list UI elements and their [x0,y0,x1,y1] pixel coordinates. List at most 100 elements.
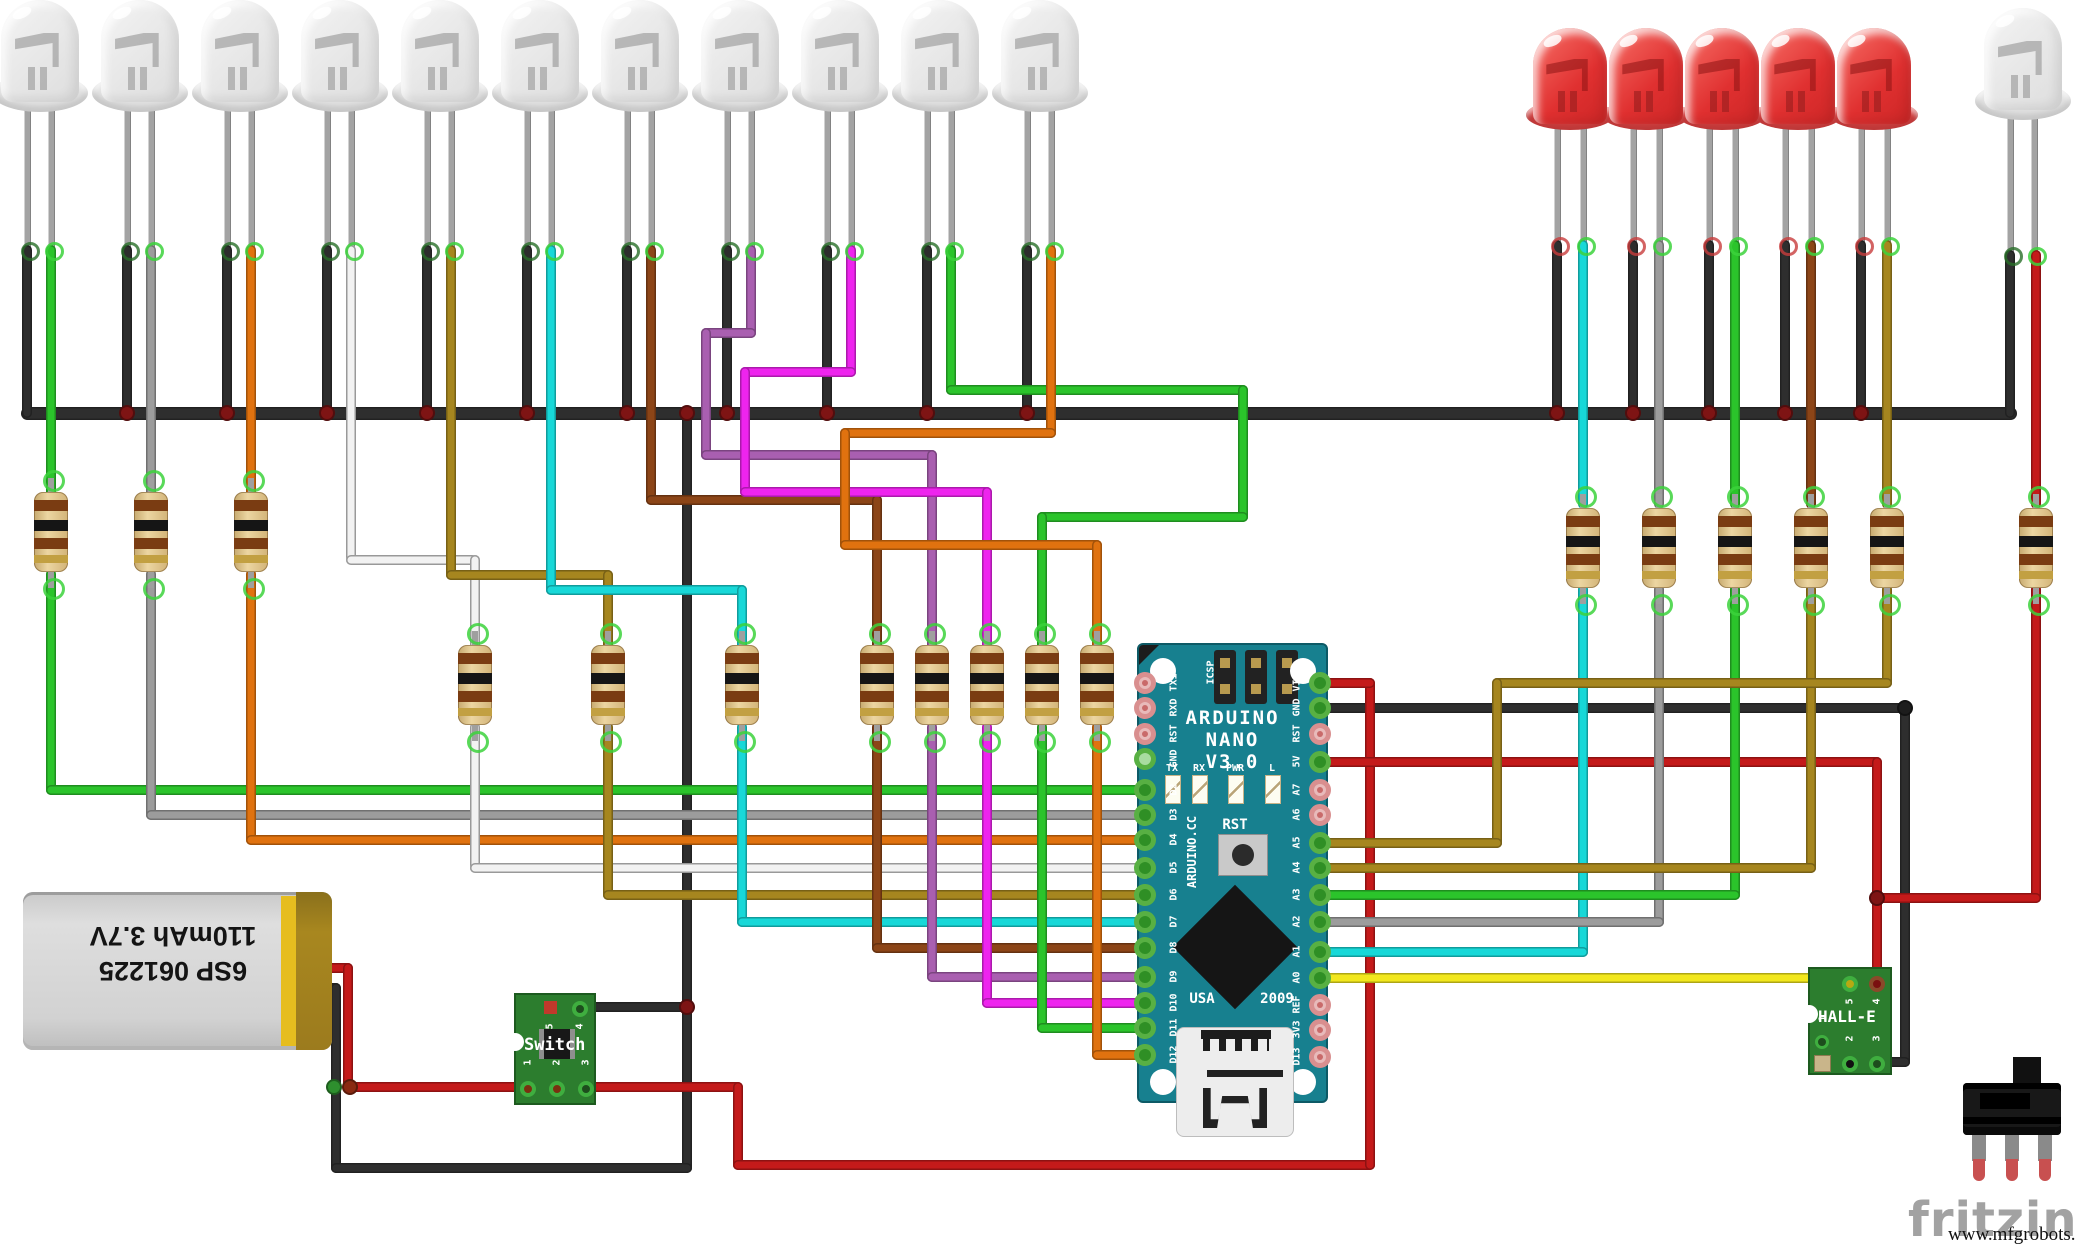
led-white-4[interactable] [301,0,379,102]
wire-cyan[interactable] [1320,947,1588,957]
wire-green[interactable] [1238,385,1248,522]
wire-red[interactable] [733,1160,1375,1170]
wire-black[interactable] [522,245,532,418]
wire-gray[interactable] [1654,240,1664,509]
wire-black[interactable] [1320,703,1910,713]
resistor-9[interactable] [970,645,1004,725]
wire-black[interactable] [1628,240,1638,418]
resistor-13[interactable] [1642,508,1676,588]
wire-white[interactable] [470,722,480,873]
pin-pad-vin-right[interactable] [1309,672,1331,694]
wire-olive[interactable] [1320,838,1502,848]
wire-black[interactable] [122,245,132,418]
wire-white[interactable] [346,555,480,565]
resistor-2[interactable] [134,492,168,572]
wire-orange[interactable] [246,569,256,845]
pin-pad-a7-right[interactable] [1309,779,1331,801]
wire-red[interactable] [2031,584,2041,903]
wire-orange[interactable] [1092,1050,1155,1060]
pin-pad-a2-right[interactable] [1309,911,1331,933]
slide-switch[interactable] [1963,1057,2061,1182]
wire-black[interactable] [575,1002,692,1012]
hall-pin1-pad[interactable] [1815,1035,1829,1049]
pin-pad-a3-right[interactable] [1309,884,1331,906]
wire-black[interactable] [922,245,932,418]
resistor-15[interactable] [1794,508,1828,588]
pin-pad-rst-right[interactable] [1309,723,1331,745]
led-white-3[interactable] [201,0,279,102]
led-red-11[interactable] [1533,28,1607,124]
pin-pad-rxd-left[interactable] [1134,697,1156,719]
wire-purple[interactable] [927,722,937,982]
hall-pin5-pad[interactable] [1842,976,1858,992]
wire-cyan[interactable] [737,722,747,927]
hall-pin4-pad[interactable] [1869,976,1885,992]
hall-pin3-pad[interactable] [1869,1056,1885,1072]
wire-black[interactable] [822,245,832,418]
wire-red[interactable] [1872,757,1882,993]
pin-pad-rst-left[interactable] [1134,723,1156,745]
led-white-8[interactable] [701,0,779,102]
wire-olive[interactable] [1492,678,1892,688]
wire-red[interactable] [1320,678,1375,688]
pin-pad-a5-right[interactable] [1309,832,1331,854]
switch-pin5-pad[interactable] [544,1001,557,1014]
resistor-6[interactable] [725,645,759,725]
resistor-16[interactable] [1870,508,1904,588]
wire-green[interactable] [46,245,56,501]
wire-magenta[interactable] [740,367,750,497]
wire-black[interactable] [422,245,432,418]
wire-magenta[interactable] [740,487,992,497]
icsp-header[interactable] [1214,650,1298,704]
wire-brown[interactable] [872,495,882,654]
wire-black[interactable] [331,1163,692,1173]
wire-cyan[interactable] [546,585,747,595]
wire-black[interactable] [1704,240,1714,418]
pin-pad-d10-left[interactable] [1134,992,1156,1014]
wire-green[interactable] [1037,722,1047,1033]
wire-red[interactable] [1872,893,2041,903]
switch-pin2-pad[interactable] [549,1081,565,1097]
wire-black[interactable] [1856,240,1866,418]
pin-pad-gnd-left[interactable] [1134,748,1156,770]
resistor-1[interactable] [34,492,68,572]
led-white-10[interactable] [901,0,979,102]
wire-cyan[interactable] [1578,240,1588,509]
wire-gray[interactable] [1654,584,1664,927]
reset-button[interactable] [1218,834,1268,876]
pin-pad-d13-right[interactable] [1309,1046,1331,1068]
resistor-4[interactable] [458,645,492,725]
wire-green[interactable] [946,385,1248,395]
led-white-5[interactable] [401,0,479,102]
pin-pad-tx1-left[interactable] [1134,672,1156,694]
resistor-11[interactable] [1080,645,1114,725]
wire-brown[interactable] [646,495,882,505]
wire-black[interactable] [22,245,32,418]
wire-orange[interactable] [1092,722,1102,1060]
pin-pad-gnd-right[interactable] [1309,697,1331,719]
wire-olive[interactable] [1492,678,1502,848]
pin-pad-5v-right[interactable] [1309,751,1331,773]
wire-red[interactable] [1320,757,1882,767]
wire-black[interactable] [322,245,332,418]
wire-black[interactable] [622,245,632,418]
wire-black[interactable] [1780,240,1790,418]
wire-red[interactable] [325,963,353,973]
wire-orange[interactable] [246,245,256,501]
wire-gray[interactable] [146,569,156,820]
wire-green[interactable] [46,569,56,795]
wire-white[interactable] [470,863,1155,873]
pin-pad-d4-left[interactable] [1134,829,1156,851]
wire-olive[interactable] [1806,584,1816,873]
led-white-7[interactable] [601,0,679,102]
pin-pad-a6-right[interactable] [1309,804,1331,826]
pin-pad-d5-left[interactable] [1134,857,1156,879]
pin-pad-d7-left[interactable] [1134,911,1156,933]
wire-olive[interactable] [1320,863,1816,873]
resistor-14[interactable] [1718,508,1752,588]
wire-red[interactable] [343,963,353,1092]
wire-cyan[interactable] [737,585,747,654]
led-white-1[interactable] [1,0,79,102]
led-white-9[interactable] [801,0,879,102]
wire-orange[interactable] [1092,540,1102,654]
